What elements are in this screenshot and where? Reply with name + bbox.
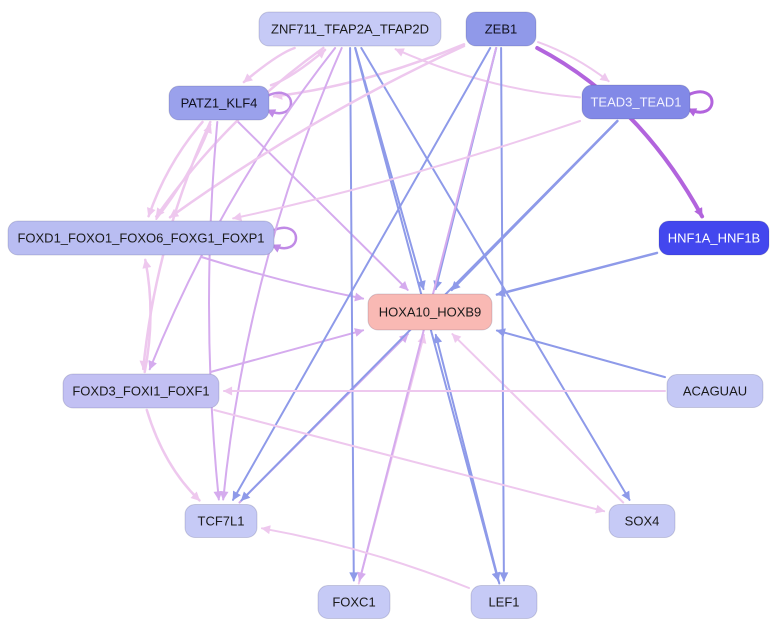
node-shape-hnf1a[interactable]: [658, 220, 770, 256]
edge-foxd1-foxd1: [270, 226, 298, 253]
edge-patz1-foxd1: [146, 120, 204, 218]
node-acaguau[interactable]: ACAGUAU: [666, 374, 764, 408]
node-shape-lef1[interactable]: [470, 585, 538, 619]
edge-foxd3-tcf7l1: [145, 408, 201, 502]
node-shape-tead3[interactable]: [581, 84, 691, 120]
node-tead3[interactable]: TEAD3_TEAD1: [581, 84, 691, 120]
node-shape-hoxa10[interactable]: [367, 293, 493, 331]
edge-patz1-znf711: [269, 48, 327, 87]
edge-znf711-foxd1: [154, 46, 325, 218]
node-sox4[interactable]: SOX4: [608, 504, 676, 538]
edge-foxd3-hoxa10: [209, 328, 365, 373]
edge-patz1-tcf7l1: [208, 121, 223, 501]
edge-zeb1-tcf7l1: [232, 47, 492, 501]
edge-tead3-foxd1: [232, 120, 581, 222]
node-znf711[interactable]: ZNF711_TFAP2A_TFAP2D: [258, 11, 442, 47]
node-shape-foxd1[interactable]: [7, 220, 275, 256]
edge-sox4-hoxa10: [451, 333, 625, 504]
node-hnf1a[interactable]: HNF1A_HNF1B: [658, 220, 770, 256]
node-shape-patz1[interactable]: [168, 85, 270, 121]
node-shape-zeb1[interactable]: [465, 11, 537, 47]
node-hoxa10[interactable]: HOXA10_HOXB9: [367, 293, 493, 331]
node-zeb1[interactable]: ZEB1: [465, 11, 537, 47]
edge-foxd1-patz1: [155, 123, 212, 220]
edge-lef1-tcf7l1: [261, 525, 470, 589]
edge-acaguau-hoxa10: [495, 328, 666, 379]
node-tcf7l1[interactable]: TCF7L1: [184, 504, 258, 538]
node-shape-acaguau[interactable]: [666, 374, 764, 408]
edge-tead3-tead3: [686, 90, 714, 117]
edge-znf711-sox4: [360, 47, 631, 501]
edge-patz1-hoxa10: [237, 121, 409, 291]
node-shape-sox4[interactable]: [608, 504, 676, 538]
node-shape-foxd3[interactable]: [62, 373, 220, 409]
edge-foxd3-foxd1: [142, 258, 152, 374]
node-shape-tcf7l1[interactable]: [184, 504, 258, 538]
node-foxd1[interactable]: FOXD1_FOXO1_FOXO6_FOXG1_FOXP1: [7, 220, 275, 256]
edge-foxd1-hoxa10: [200, 256, 365, 302]
edge-foxd3-sox4: [213, 409, 606, 514]
edge-zeb1-foxd1: [168, 44, 466, 219]
edge-znf711-foxc1: [349, 47, 359, 582]
node-foxc1[interactable]: FOXC1: [317, 585, 391, 619]
node-shape-foxc1[interactable]: [317, 585, 391, 619]
edge-znf711-patz1: [242, 46, 296, 84]
edge-zeb1-tead3: [537, 41, 610, 83]
node-lef1[interactable]: LEF1: [470, 585, 538, 619]
edge-hnf1a-hoxa10: [495, 251, 659, 297]
edge-znf711-foxd3: [148, 47, 337, 371]
edge-zeb1-lef1: [499, 47, 509, 582]
edge-zeb1-patz1: [272, 43, 466, 100]
edge-patz1-patz1: [265, 91, 293, 118]
edge-znf711-tcf7l1: [219, 47, 343, 501]
node-foxd3[interactable]: FOXD3_FOXI1_FOXF1: [62, 373, 220, 409]
edge-zeb1-hnf1a: [535, 46, 705, 219]
node-patz1[interactable]: PATZ1_KLF4: [168, 85, 270, 121]
node-shape-znf711[interactable]: [258, 11, 442, 47]
